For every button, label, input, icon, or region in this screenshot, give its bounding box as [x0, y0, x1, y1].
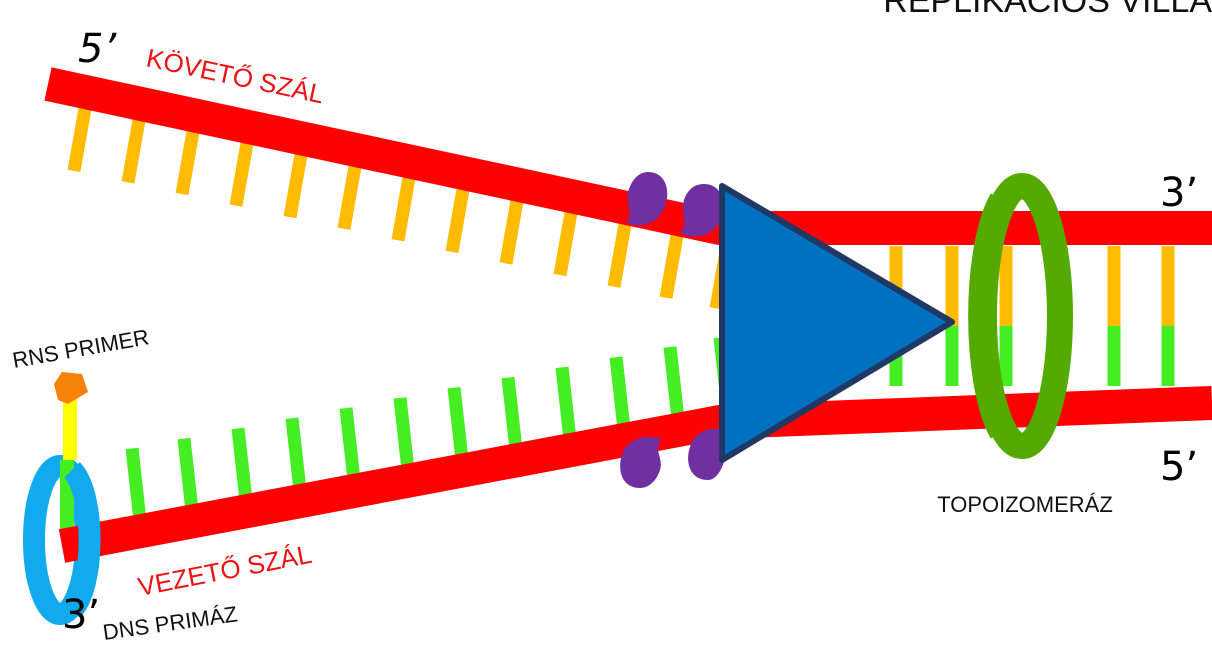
dna-primase-label: DNS PRIMÁZ — [101, 601, 239, 645]
base-pair-rung — [125, 447, 147, 522]
diagram-title: REPLIKÁCIÓS VILLA — [883, 0, 1212, 20]
end-label-top-left: 5’ — [78, 26, 117, 72]
base-pair-rung — [177, 437, 199, 512]
end-label-bottom-right: 5’ — [1160, 444, 1198, 490]
topoisomerase-label: TOPOIZOMERÁZ — [937, 492, 1113, 517]
base-pair-rung — [445, 182, 471, 253]
ssb-protein-icon — [680, 184, 724, 237]
rna-primer-label: RNS PRIMER — [11, 324, 151, 373]
base-pair-rung — [663, 346, 685, 420]
base-pair-rung — [283, 148, 309, 219]
base-pair-rung — [175, 124, 201, 196]
base-pair-rung — [499, 194, 525, 265]
base-pair-rung — [339, 407, 361, 481]
ssb-protein-icon — [688, 428, 726, 480]
base-pair-rung — [229, 136, 255, 207]
base-pair-rung — [67, 101, 93, 172]
base-pair-rung — [231, 427, 253, 502]
ssb-protein-icon — [626, 172, 668, 226]
base-pair-rung — [285, 417, 307, 491]
helicase-icon — [719, 183, 955, 463]
rna-primer-tip-icon — [54, 372, 88, 404]
base-pair-rung — [607, 217, 633, 288]
base-pair-rung — [659, 228, 685, 299]
base-pair-rung — [609, 356, 631, 430]
rna-primer-stem — [63, 395, 77, 460]
base-pair-rung — [391, 171, 417, 242]
dna-primase-front-arc — [63, 462, 101, 618]
base-pair-rung — [501, 376, 523, 451]
topoisomerase-front-arc — [968, 193, 1014, 439]
end-label-bottom-left: 3’ — [62, 592, 100, 638]
base-pair-rung — [121, 113, 147, 184]
ssb-protein-icon — [620, 436, 662, 488]
leading-strand-label: VEZETŐ SZÁL — [135, 539, 314, 602]
ssb-proteins — [620, 172, 726, 488]
end-label-top-right: 3’ — [1160, 170, 1198, 216]
base-pair-rung — [447, 387, 469, 461]
base-pair-rung — [337, 159, 363, 230]
base-pair-rung — [393, 397, 415, 471]
base-pair-rung — [555, 366, 577, 441]
base-pair-rung — [553, 205, 579, 277]
